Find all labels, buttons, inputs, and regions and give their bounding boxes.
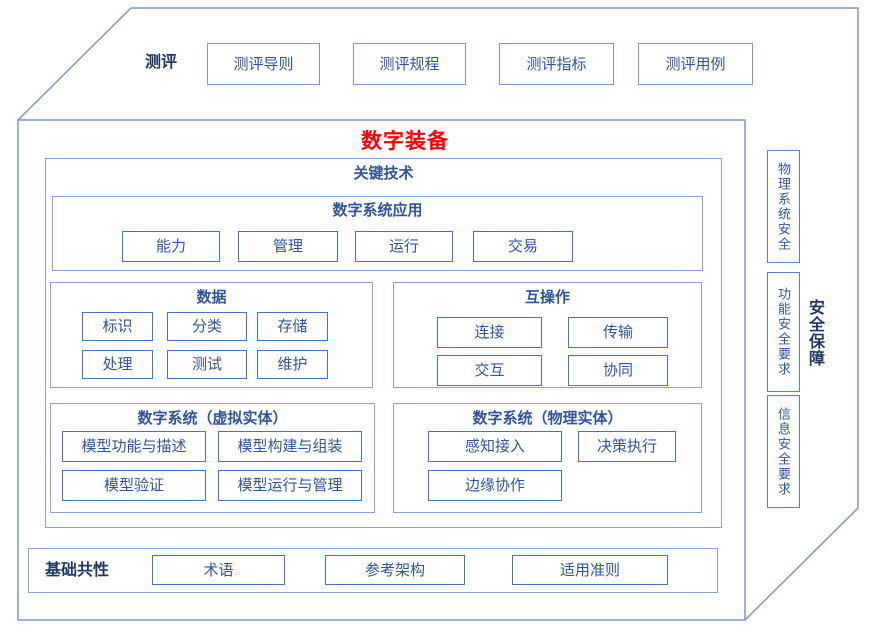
physical-section-label: 数字系统（物理实体） [472,410,623,427]
virtual-section-box [50,403,375,513]
interop-section-label: 互操作 [524,289,570,306]
app-management-box: 管理 [238,231,338,262]
model-build-box: 模型构建与组装 [218,431,362,462]
app-section-label: 数字系统应用 [332,202,423,219]
eval-procedure-box: 测评规程 [353,43,466,85]
base-section-box [28,548,718,593]
virtual-section-label: 数字系统（虚拟实体） [137,410,288,427]
model-function-box: 模型功能与描述 [62,431,206,462]
data-classify-box: 分类 [167,312,247,341]
app-capability-box: 能力 [122,231,220,262]
physical-section-box [393,403,702,513]
eval-indicator-box: 测评指标 [499,43,614,85]
terminology-box: 术语 [152,555,285,585]
reference-architecture-box: 参考架构 [325,555,465,585]
interop-collaborate-box: 协同 [568,355,668,386]
security-assurance-label: 安全保障 [806,299,823,367]
perception-access-box: 感知接入 [428,431,562,462]
key-tech-box [45,158,722,528]
app-operation-box: 运行 [355,231,453,262]
data-maintain-box: 维护 [257,350,328,379]
physical-system-security-box: 物理系统安全 [767,150,800,263]
top-face-label: 测评 [145,54,178,71]
decision-execute-box: 决策执行 [578,431,676,462]
applicable-criteria-box: 适用准则 [512,555,668,585]
model-verify-box: 模型验证 [62,470,206,501]
app-section-box [52,196,703,271]
diagram-title: 数字装备 [361,130,449,153]
model-run-box: 模型运行与管理 [218,470,362,501]
edge-collaboration-box: 边缘协作 [428,470,562,501]
interop-section-box [393,282,702,388]
data-section-label: 数据 [196,289,227,306]
data-process-box: 处理 [82,350,153,379]
data-test-box: 测试 [167,350,247,379]
interop-connect-box: 连接 [437,317,542,348]
app-transaction-box: 交易 [473,231,573,262]
interop-interact-box: 交互 [437,355,542,386]
data-storage-box: 存储 [257,312,328,341]
base-section-label: 基础共性 [45,562,110,579]
functional-safety-box: 功能安全要求 [767,272,800,392]
eval-guideline-box: 测评导则 [207,43,320,85]
interop-transmit-box: 传输 [568,317,668,348]
key-tech-label: 关键技术 [353,165,414,182]
eval-usecase-box: 测评用例 [638,43,753,85]
data-section-box [50,282,373,388]
data-identify-box: 标识 [82,312,153,341]
information-security-box: 信息安全要求 [767,395,800,508]
